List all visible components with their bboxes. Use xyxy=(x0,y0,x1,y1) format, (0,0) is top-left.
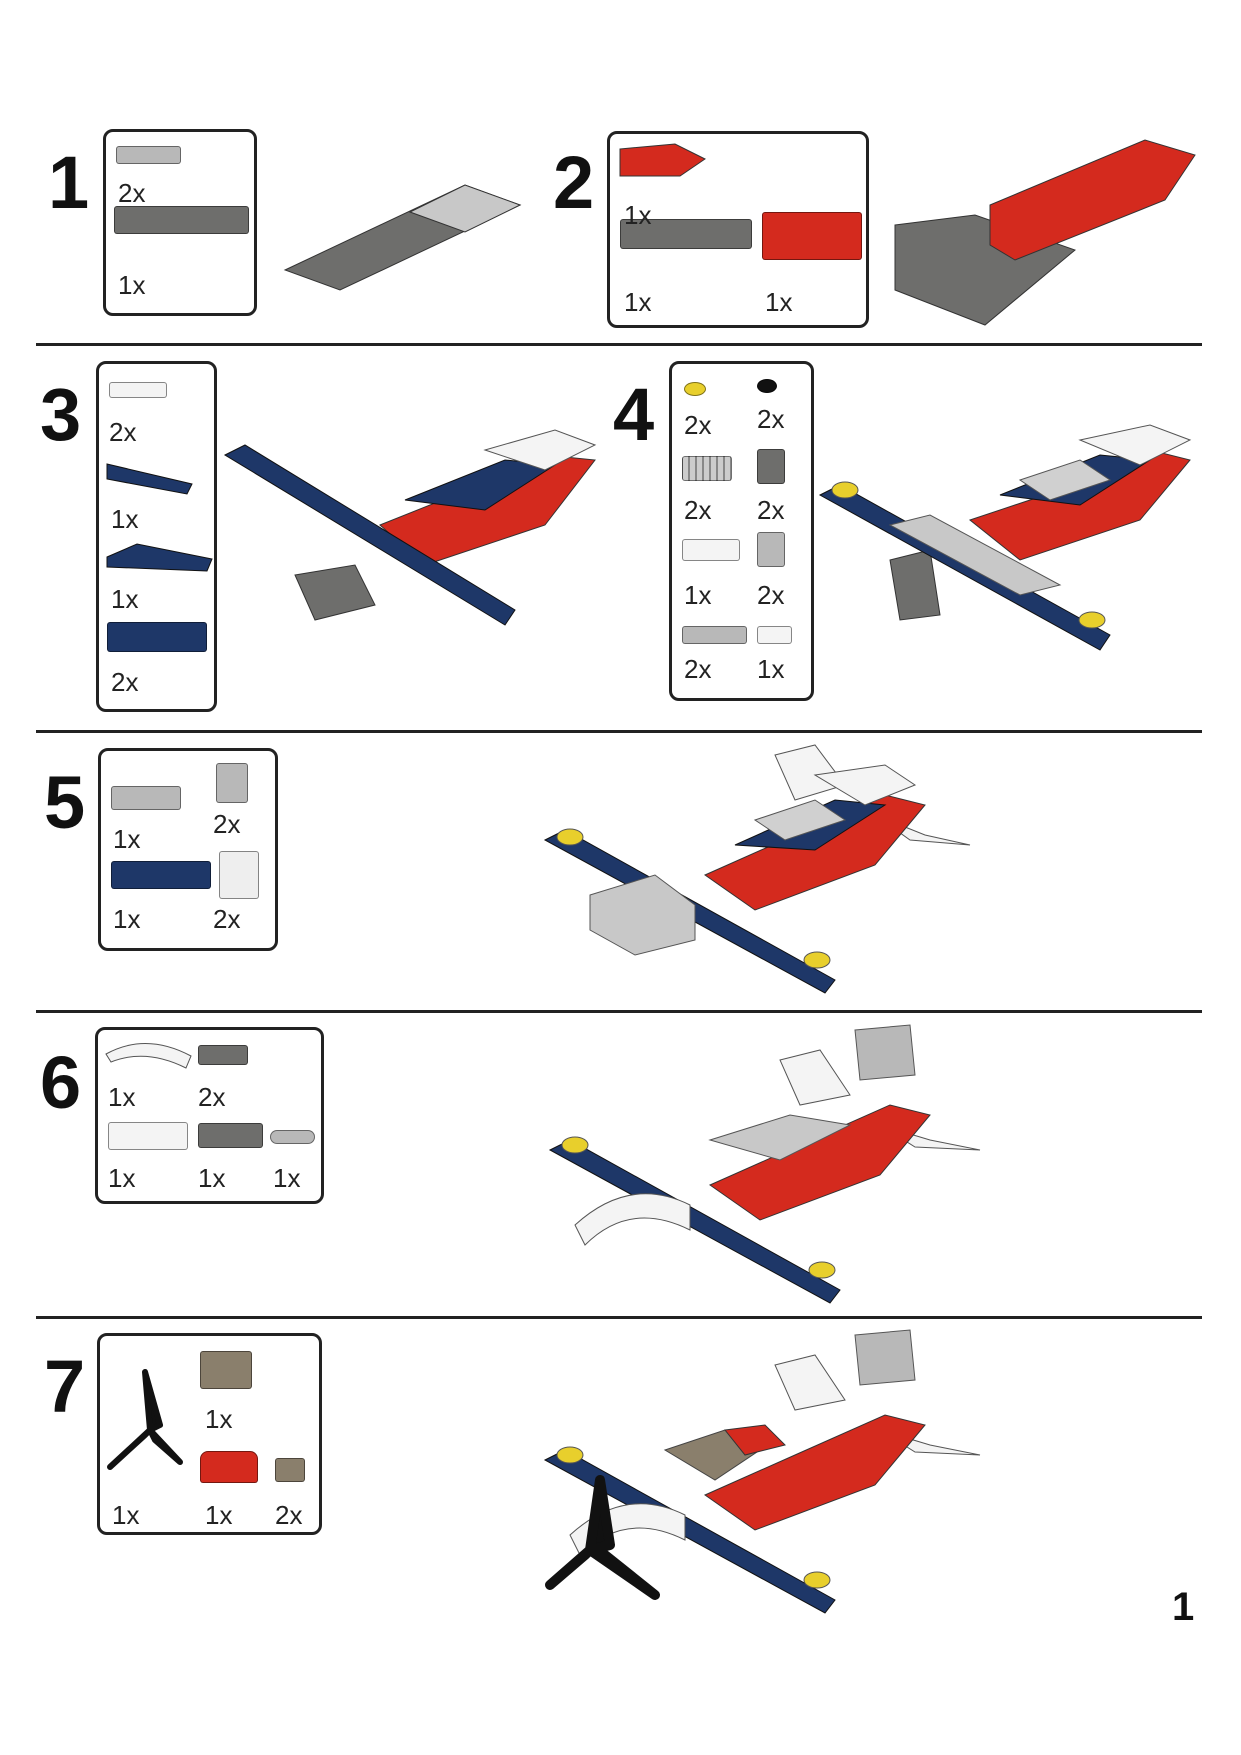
step-divider xyxy=(36,730,1202,733)
white-plate-icon xyxy=(108,1122,188,1150)
step-6-assembly xyxy=(548,1024,981,1304)
yellow-round-plate-icon xyxy=(684,382,706,396)
part-quantity: 2x xyxy=(757,404,785,434)
step-5-assembly xyxy=(543,744,971,994)
step-divider xyxy=(36,343,1202,346)
part-quantity: 2x xyxy=(213,904,241,934)
part-quantity: 2x xyxy=(684,410,712,440)
dark-gray-brick-hole-icon xyxy=(757,449,785,484)
part-quantity: 1x xyxy=(111,584,139,614)
dark-gray-plate-icon xyxy=(198,1123,263,1148)
dark-gray-plate-icon xyxy=(198,1045,248,1065)
part-quantity: 1x xyxy=(108,1163,136,1193)
step-divider xyxy=(36,1316,1202,1319)
part-quantity: 1x xyxy=(112,1500,140,1530)
part-quantity: 1x xyxy=(205,1500,233,1530)
part-quantity: 1x xyxy=(111,504,139,534)
part-quantity: 1x xyxy=(624,287,652,317)
light-gray-plate-icon xyxy=(116,146,181,164)
part-quantity: 2x xyxy=(111,667,139,697)
step-number: 7 xyxy=(44,1345,86,1428)
part-quantity: 2x xyxy=(684,495,712,525)
part-quantity: 1x xyxy=(113,824,141,854)
step-4-assembly xyxy=(818,424,1192,651)
brick-hole-icon xyxy=(216,763,248,803)
part-quantity: 1x xyxy=(757,654,785,684)
step-3-assembly xyxy=(223,429,597,626)
step-number: 2 xyxy=(553,141,595,224)
part-quantity: 2x xyxy=(757,495,785,525)
step-number: 1 xyxy=(48,141,90,224)
parts-callout-step-1: 2x 1x xyxy=(103,129,257,316)
part-quantity: 1x xyxy=(205,1404,233,1434)
blue-wedge-plate-icon xyxy=(106,543,213,572)
part-quantity: 1x xyxy=(108,1082,136,1112)
part-quantity: 1x xyxy=(684,580,712,610)
part-quantity: 2x xyxy=(275,1500,303,1530)
white-clip-plate-icon xyxy=(109,382,167,398)
step-divider xyxy=(36,1010,1202,1013)
part-quantity: 1x xyxy=(624,200,652,230)
part-quantity: 1x xyxy=(198,1163,226,1193)
parts-callout-step-6: 1x 2x 1x 1x 1x xyxy=(95,1027,324,1204)
blue-plate-icon xyxy=(107,622,207,652)
black-round-plate-icon xyxy=(757,379,777,393)
red-brick-icon xyxy=(762,212,862,260)
blue-plate-icon xyxy=(111,861,211,889)
light-gray-tile-icon xyxy=(682,626,747,644)
page-number: 1 xyxy=(1172,1585,1195,1629)
light-gray-brick-hole-icon xyxy=(757,532,785,567)
step-number: 3 xyxy=(40,373,82,456)
step-1-assembly xyxy=(283,184,522,291)
parts-callout-step-5: 1x 2x 1x 2x xyxy=(98,748,278,951)
part-quantity: 1x xyxy=(113,904,141,934)
step-2-assembly xyxy=(894,139,1196,326)
step-number: 5 xyxy=(44,761,86,844)
white-clip-tile-icon xyxy=(757,626,792,644)
part-quantity: 1x xyxy=(765,287,793,317)
parts-callout-step-7: 1x 1x 1x 2x xyxy=(97,1333,322,1535)
parts-callout-step-4: 2x 2x 2x 2x 1x 2x 2x 1x xyxy=(669,361,814,701)
red-wedge-icon xyxy=(619,143,706,177)
parts-callout-step-3: 2x 1x 1x 2x xyxy=(96,361,217,712)
part-quantity: 2x xyxy=(118,178,146,208)
trans-brick-icon xyxy=(200,1351,252,1389)
grille-slope-icon xyxy=(682,456,732,481)
part-quantity: 2x xyxy=(109,417,137,447)
blue-wedge-plate-icon xyxy=(106,463,193,495)
part-quantity: 2x xyxy=(213,809,241,839)
white-fin-icon xyxy=(219,851,259,899)
part-quantity: 2x xyxy=(684,654,712,684)
step-number: 6 xyxy=(40,1041,82,1124)
parts-callout-step-2: 1x 1x 1x xyxy=(607,131,869,328)
black-propeller-icon xyxy=(107,1369,183,1470)
part-quantity: 1x xyxy=(273,1163,301,1193)
step-number: 4 xyxy=(613,373,655,456)
light-gray-plate-icon xyxy=(111,786,181,810)
step-7-assembly xyxy=(543,1329,981,1614)
part-quantity: 2x xyxy=(757,580,785,610)
part-quantity: 2x xyxy=(198,1082,226,1112)
part-quantity: 1x xyxy=(118,270,146,300)
red-slope-icon xyxy=(200,1451,258,1483)
small-slope-icon xyxy=(275,1458,305,1482)
dark-gray-plate-icon xyxy=(114,206,249,234)
white-arch-icon xyxy=(105,1043,192,1069)
white-tile-icon xyxy=(682,539,740,561)
dark-gray-plate-icon xyxy=(620,219,752,249)
pin-icon xyxy=(270,1130,315,1144)
